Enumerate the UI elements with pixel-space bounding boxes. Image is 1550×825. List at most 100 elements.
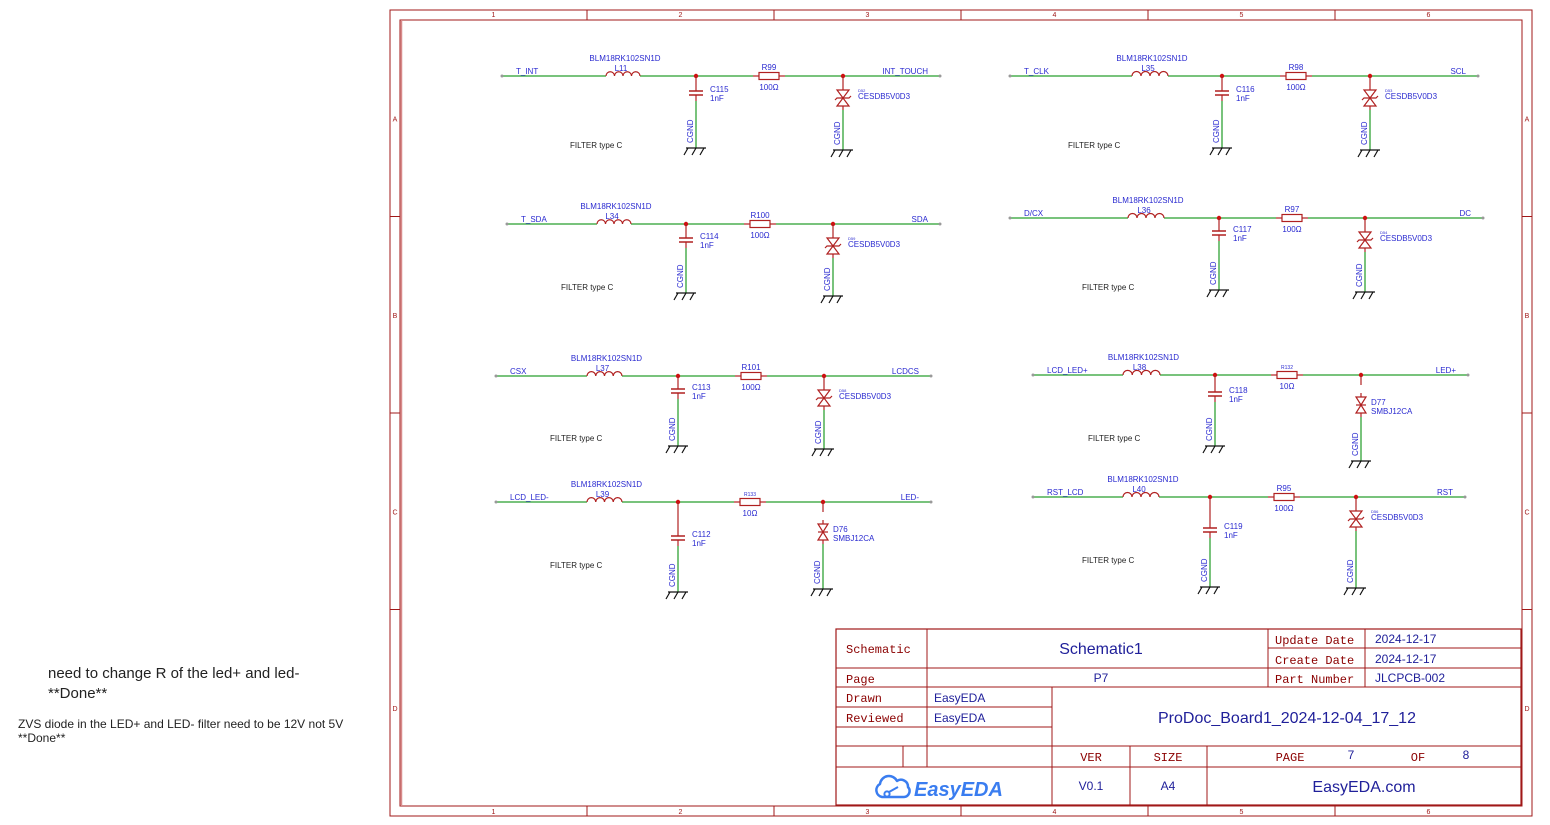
wire-end: [929, 374, 933, 378]
resistor-symbol: [1276, 213, 1308, 223]
drawn-value: EasyEDA: [934, 691, 985, 705]
cgnd-net-label: CGND: [1212, 119, 1221, 143]
capacitor-designator: C119: [1224, 522, 1243, 531]
resistor-symbol: [735, 371, 767, 381]
diode-designator: D77: [1371, 398, 1386, 407]
net-label-input: RST_LCD: [1047, 488, 1084, 497]
diode-triangle: [816, 389, 832, 399]
wire-end: [494, 374, 498, 378]
cgnd-net-label: CGND: [668, 417, 677, 441]
ground-hatch: [1205, 586, 1211, 595]
ground-hatch: [1359, 587, 1365, 596]
ground-hatch: [828, 295, 834, 304]
capacitor-symbol: [671, 383, 685, 399]
column-label-top: 4: [1053, 12, 1057, 19]
resistor-symbol: [734, 497, 766, 507]
cgnd-net-label: CGND: [814, 420, 823, 444]
resistor-designator: R100: [750, 211, 770, 220]
resistor-designator: R95: [1277, 484, 1292, 493]
create-date-value: 2024-12-17: [1375, 652, 1437, 666]
inductor-coil: [1122, 369, 1161, 376]
row-label-left: D: [392, 706, 397, 713]
ground-hatch: [673, 445, 679, 454]
resistor-value: 100Ω: [741, 383, 760, 392]
cgnd-net-label: CGND: [1346, 559, 1355, 583]
ground-hatch: [1368, 291, 1374, 300]
ground-hatch: [673, 591, 679, 600]
resistor-value: 10Ω: [1280, 382, 1295, 391]
ground-symbol: [1348, 460, 1371, 469]
net-label-input: D/CX: [1024, 209, 1044, 218]
capacitor-designator: C114: [700, 232, 719, 241]
net-label-output: SCL: [1450, 67, 1466, 76]
capacitor-designator: C118: [1229, 386, 1248, 395]
inductor-symbol: [1122, 369, 1161, 376]
diode-part-label: CESDB5V0D3: [839, 392, 892, 401]
inductor-symbol: [1127, 212, 1165, 219]
ground-hatch: [1217, 147, 1223, 156]
filter-type-label: FILTER type C: [550, 561, 603, 570]
size-label: SIZE: [1154, 751, 1183, 765]
ground-hatch: [838, 149, 844, 158]
diode-triangle: [1348, 518, 1364, 528]
cloud-icon: [875, 774, 911, 799]
inductor-coil: [1122, 491, 1160, 498]
schematic-label: Schematic: [846, 643, 911, 657]
inductor-symbol: [605, 71, 641, 77]
ground-hatch: [826, 588, 832, 597]
inductor-symbol: [586, 371, 623, 377]
update-date-value: 2024-12-17: [1375, 632, 1437, 646]
column-label-top: 2: [679, 12, 683, 19]
resistor-symbol: [1268, 492, 1300, 502]
cgnd-net-label: CGND: [1205, 417, 1214, 441]
diode-triangle: [816, 397, 832, 407]
resistor-designator: R132: [1281, 365, 1293, 371]
project-name: ProDoc_Board1_2024-12-04_17_12: [1158, 710, 1416, 727]
ground-hatch: [1206, 289, 1212, 298]
inductor-part-label: BLM18RK102SN1D: [1112, 196, 1183, 205]
diode-part-label: CESDB5V0D3: [1385, 92, 1438, 101]
resistor-value: 100Ω: [759, 83, 778, 92]
ground-symbol: [830, 149, 853, 158]
page-value: P7: [1094, 671, 1109, 685]
net-label-input: T_INT: [516, 67, 538, 76]
logo-node: [883, 790, 891, 798]
diode-bar: [824, 243, 842, 249]
capacitor-designator: C115: [710, 85, 729, 94]
diode-bar: [815, 395, 833, 401]
ground-symbol: [665, 445, 688, 454]
capacitor-designator: C117: [1233, 225, 1252, 234]
ground-hatch: [1225, 147, 1231, 156]
filter-type-label: FILTER type C: [1082, 556, 1135, 565]
create-date-label: Create Date: [1275, 654, 1354, 668]
ground-hatch: [1351, 587, 1357, 596]
inductor-symbol: [596, 219, 632, 225]
wire-end: [929, 500, 933, 504]
ground-hatch: [820, 295, 826, 304]
cgnd-net-label: CGND: [686, 119, 695, 143]
cgnd-net-label: CGND: [1200, 558, 1209, 582]
resistor-value: 100Ω: [1286, 83, 1305, 92]
inductor-part-label: BLM18RK102SN1D: [571, 480, 642, 489]
row-label-left: A: [393, 116, 398, 123]
wire-end: [1008, 216, 1012, 220]
page-num-label: PAGE: [1276, 751, 1305, 765]
page-label: Page: [846, 673, 875, 687]
inductor-designator: L35: [1141, 64, 1155, 73]
capacitor-symbol: [1215, 85, 1229, 101]
cgnd-net-label: CGND: [1360, 121, 1369, 145]
filter-type-label: FILTER type C: [1082, 283, 1135, 292]
inductor-symbol: [586, 497, 623, 503]
capacitor-symbol: [1212, 225, 1226, 241]
ground-hatch: [1373, 149, 1379, 158]
net-label-input: LCD_LED-: [510, 493, 549, 502]
ground-symbol: [1209, 147, 1232, 156]
diode-designator: D56: [1371, 509, 1379, 514]
wire-end: [1463, 495, 1467, 499]
cgnd-net-label: CGND: [1355, 263, 1364, 287]
title-block-border: [835, 628, 1522, 806]
diode-bar: [1347, 516, 1365, 522]
